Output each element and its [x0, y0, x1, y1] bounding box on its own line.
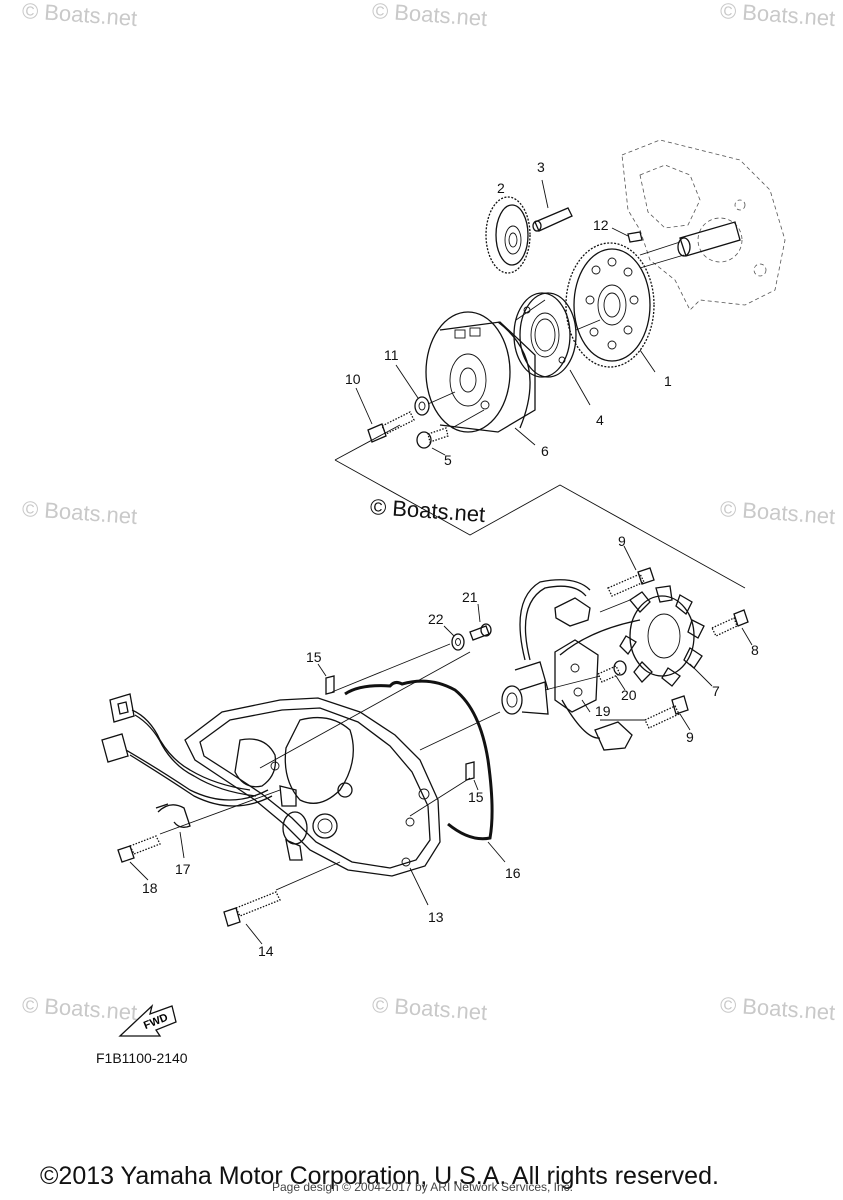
- callout-18: 18: [142, 880, 158, 896]
- pickup-bolt-20: [597, 660, 627, 691]
- stator-bolt-upper: [607, 545, 655, 597]
- flywheel-bolt: [355, 387, 415, 443]
- starter-clutch: [513, 292, 591, 406]
- callout-7: 7: [712, 683, 720, 699]
- callout-22: 22: [428, 611, 444, 627]
- cover-gasket: [344, 679, 506, 863]
- callout-19: 19: [595, 703, 611, 719]
- callout-15-lower: 15: [468, 789, 484, 805]
- wire-harness: [101, 693, 273, 807]
- gasket-washer-22: [443, 625, 465, 651]
- callout-14: 14: [258, 943, 274, 959]
- callout-6: 6: [541, 443, 549, 459]
- callout-13: 13: [428, 909, 444, 925]
- page-design-credit: Page design © 2004-2017 by ARI Network S…: [272, 1180, 574, 1194]
- wire-clamp: [155, 803, 191, 859]
- flywheel-rotor: [425, 311, 536, 446]
- plain-washer: [395, 364, 430, 416]
- diagram-code: F1B1100-2140: [96, 1050, 188, 1066]
- callout-15-upper: 15: [306, 649, 322, 665]
- callout-17: 17: [175, 861, 191, 877]
- cover-bolt-14: [223, 891, 281, 945]
- callout-2: 2: [497, 180, 505, 196]
- callout-20: 20: [621, 687, 637, 703]
- crankcase-outline: [621, 139, 786, 311]
- cover-bolt-21: [469, 603, 492, 641]
- fwd-label: FWD: [142, 1012, 170, 1033]
- callout-12: 12: [593, 217, 609, 233]
- dowel-pin-upper: [317, 663, 335, 695]
- idler-gear: [485, 196, 531, 274]
- rotor-screw: [416, 427, 449, 456]
- callout-9-upper: 9: [618, 533, 626, 549]
- pickup-coil: [519, 579, 641, 751]
- callout-11: 11: [384, 347, 399, 363]
- callout-3: 3: [537, 159, 545, 175]
- callout-21: 21: [462, 589, 478, 605]
- stator-bolt-lower: [644, 695, 691, 731]
- dowel-pin-lower: [465, 761, 479, 791]
- callouts: 1 2 3 4 5 6 7 8 9 9 10 11 12 13 14 15 15…: [142, 159, 759, 959]
- callout-4: 4: [596, 412, 604, 428]
- oil-seal: [501, 661, 549, 715]
- callout-10: 10: [345, 371, 361, 387]
- idler-shaft: [532, 179, 573, 232]
- clamp-bolt: [117, 835, 161, 881]
- stator-bolt-8: [711, 609, 753, 646]
- callout-8: 8: [751, 642, 759, 658]
- callout-16: 16: [505, 865, 521, 881]
- starter-wheel-gear: [565, 242, 656, 373]
- callout-1: 1: [664, 373, 672, 389]
- copyright-notice: ©2013 Yamaha Motor Corporation, U.S.A. A…: [40, 1162, 719, 1190]
- callout-9-lower: 9: [686, 729, 694, 745]
- crankshaft: [639, 221, 741, 269]
- stator-assembly: [619, 585, 713, 687]
- fwd-arrow-icon: FWD: [118, 1004, 177, 1037]
- woodruff-key: [611, 227, 643, 243]
- callout-5: 5: [444, 452, 452, 468]
